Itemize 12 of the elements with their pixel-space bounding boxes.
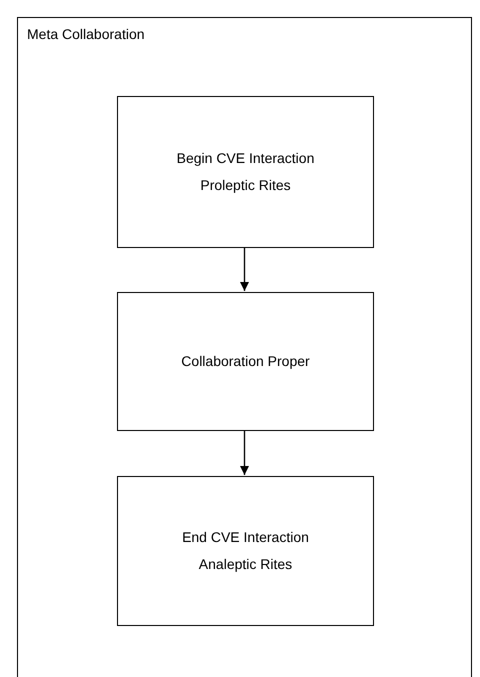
box-label: Collaboration Proper xyxy=(181,352,310,371)
process-box xyxy=(117,476,374,626)
frame-title: Meta Collaboration xyxy=(27,26,145,44)
frame-box xyxy=(17,17,472,677)
box-label: Proleptic Rites xyxy=(200,176,291,195)
box-label: End CVE Interaction xyxy=(182,528,309,547)
box-label: Analeptic Rites xyxy=(198,555,292,574)
process-box xyxy=(117,292,374,431)
box-label: Begin CVE Interaction xyxy=(176,149,314,168)
arrow xyxy=(240,431,249,475)
arrow xyxy=(240,248,249,291)
process-box xyxy=(117,96,374,248)
